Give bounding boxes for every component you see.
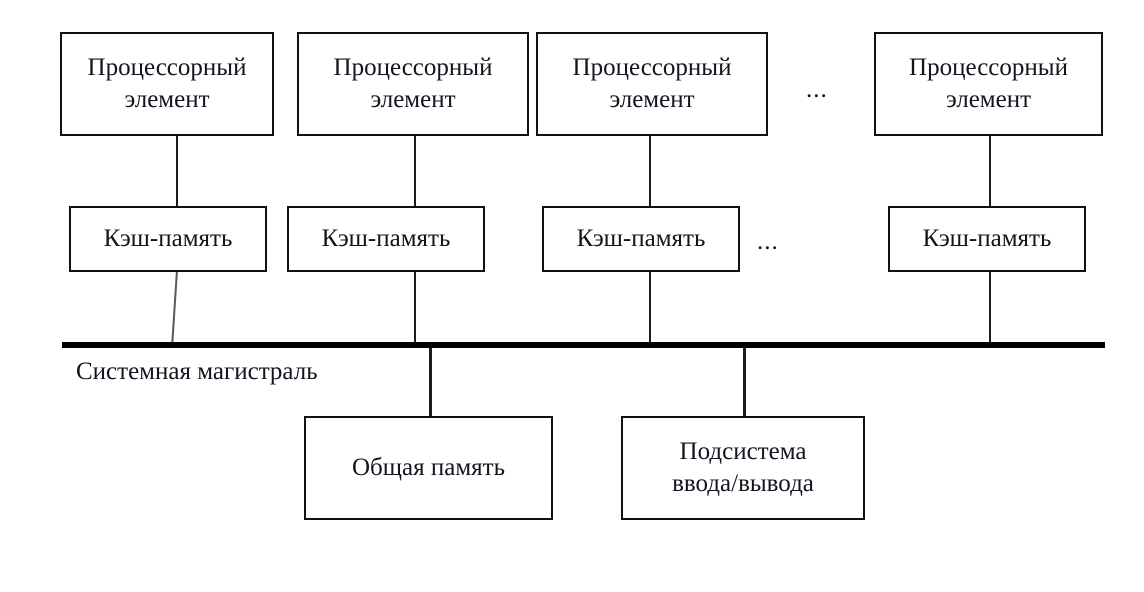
shared-memory-label: Общая память — [352, 454, 505, 481]
cache-label: Кэш-память — [922, 225, 1052, 252]
cache-label: Кэш-память — [576, 225, 706, 252]
connector-bus-to-io-subsystem — [743, 348, 746, 418]
system-bus-label: Системная магистраль — [76, 358, 318, 385]
processing-element-label-line2: элемент — [609, 86, 695, 113]
cache-box-3: Кэш-память — [542, 206, 740, 272]
ellipsis-processing-elements: ... — [806, 76, 828, 103]
ellipsis-caches: ... — [757, 228, 779, 255]
cache-box-2: Кэш-память — [287, 206, 485, 272]
connector-pe4-to-cache4 — [989, 136, 991, 208]
shared-memory-box: Общая память — [304, 416, 553, 520]
processing-element-label-line1: Процессорный — [909, 54, 1068, 81]
connector-pe3-to-cache3 — [649, 136, 651, 208]
processing-element-box-3: Процессорный элемент — [536, 32, 768, 136]
processing-element-box-1: Процессорный элемент — [60, 32, 274, 136]
cache-label: Кэш-память — [103, 225, 233, 252]
processing-element-label-line2: элемент — [945, 86, 1032, 113]
io-subsystem-label-line2: ввода/вывода — [672, 470, 814, 497]
cache-label: Кэш-память — [321, 225, 451, 252]
processing-element-label-line1: Процессорный — [87, 54, 247, 81]
connector-cache1-to-bus — [171, 269, 178, 349]
connector-bus-to-shared-memory — [429, 348, 432, 418]
processing-element-label-line2: элемент — [124, 86, 210, 113]
processing-element-box-4: Процессорный элемент — [874, 32, 1103, 136]
processing-element-label-line2: элемент — [370, 86, 456, 113]
io-subsystem-label-line1: Подсистема — [679, 438, 807, 465]
cache-box-4: Кэш-память — [888, 206, 1086, 272]
connector-cache4-to-bus — [989, 271, 991, 347]
processing-element-box-2: Процессорный элемент — [297, 32, 529, 136]
system-bus-line — [62, 342, 1105, 348]
cache-box-1: Кэш-память — [69, 206, 267, 272]
connector-pe2-to-cache2 — [414, 136, 416, 208]
processing-element-label-line1: Процессорный — [333, 54, 493, 81]
io-subsystem-box: Подсистема ввода/вывода — [621, 416, 865, 520]
connector-cache2-to-bus — [414, 271, 416, 347]
processing-element-label-line1: Процессорный — [572, 54, 732, 81]
connector-cache3-to-bus — [649, 271, 651, 347]
connector-pe1-to-cache1 — [176, 136, 178, 208]
